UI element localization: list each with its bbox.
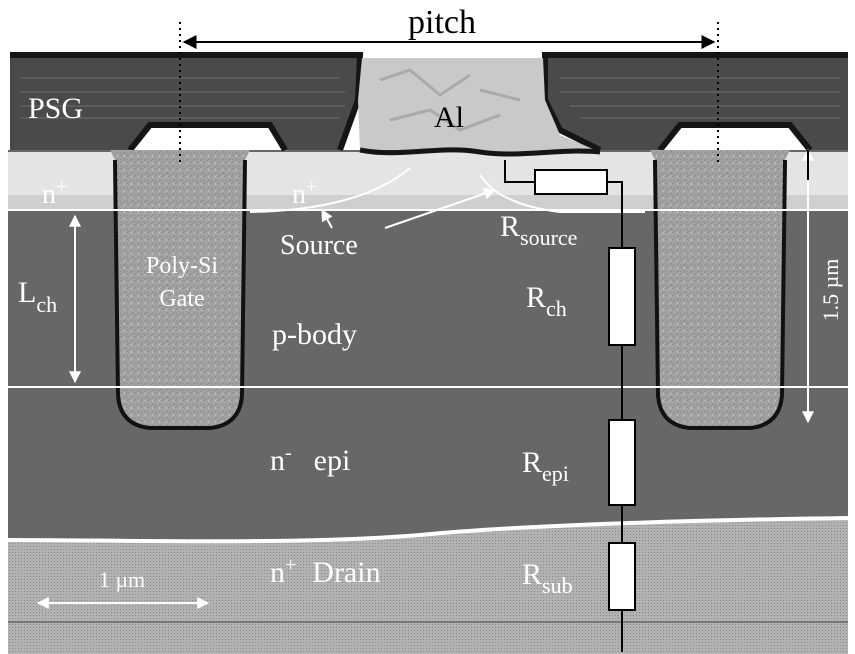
- r-epi-main: R: [522, 446, 542, 479]
- gate-trench-right-outline: [653, 159, 787, 430]
- source-pointer-left: [321, 208, 333, 229]
- horizontal-scale-label: 1 µm: [99, 567, 145, 592]
- n-plus-drain-n: n: [270, 556, 285, 589]
- resistor-epi: [608, 419, 636, 506]
- vertical-scale-label: 1.5 µm: [818, 259, 843, 322]
- l-ch-sub: ch: [36, 292, 57, 317]
- n-plus-center-sup: +: [306, 176, 317, 198]
- n-plus-left-sup: +: [56, 176, 67, 198]
- al-bottom-edge: [359, 147, 601, 157]
- poly-si-line2: Gate: [159, 286, 204, 312]
- psg-label: PSG: [28, 92, 83, 125]
- n-minus-epi-n: n: [270, 444, 285, 477]
- psg-right-lines: [560, 77, 840, 119]
- source-pointer-right: [384, 187, 497, 229]
- r-ch-label: Rch: [526, 281, 567, 321]
- r-ch-main: R: [526, 281, 546, 314]
- al-label: Al: [434, 101, 464, 134]
- l-ch-main: L: [18, 276, 36, 309]
- circuit-wire: [504, 160, 623, 652]
- n-plus-substrate: [8, 518, 848, 654]
- n-plus-drain-sup: +: [285, 554, 296, 576]
- n-plus-drain-word: Drain: [312, 556, 380, 589]
- r-ch-sub: ch: [546, 296, 567, 321]
- n-plus-left-n: n: [42, 179, 56, 210]
- al-contact: [358, 58, 600, 152]
- n-plus-drain-label: n+ Drain: [270, 554, 381, 589]
- gate-trench-left-outline: [113, 159, 247, 430]
- n-plus-left-label: n+: [42, 176, 67, 210]
- r-source-label: Rsource: [500, 210, 577, 250]
- pitch-label: pitch: [408, 4, 476, 41]
- source-label: Source: [280, 230, 358, 261]
- r-sub-main: R: [522, 558, 542, 591]
- psg-right: [545, 55, 848, 150]
- r-epi-sub: epi: [542, 461, 569, 486]
- gate-trench-left: [110, 150, 250, 428]
- source-boundary-curve-right: [479, 174, 645, 213]
- n-minus-epi-word: epi: [314, 444, 351, 477]
- n-minus-epi-sup: -: [285, 442, 292, 464]
- p-body-label: p-body: [272, 318, 357, 351]
- l-ch-label: Lch: [18, 276, 57, 317]
- n-plus-center-n: n: [292, 179, 306, 210]
- psg-left-edge: [10, 52, 364, 152]
- gate-trench-right: [650, 150, 790, 428]
- r-sub-label: Rsub: [522, 558, 573, 598]
- r-source-main: R: [500, 210, 520, 243]
- r-source-sub: source: [520, 225, 577, 250]
- r-sub-sub: sub: [542, 573, 573, 598]
- n-minus-epi-label: n-epi: [270, 442, 350, 477]
- epi-substrate-boundary: [7, 516, 849, 544]
- poly-si-line1: Poly-Si: [146, 253, 218, 279]
- resistor-substrate: [608, 542, 636, 611]
- source-boundary-curve: [249, 167, 411, 213]
- resistor-source: [534, 169, 608, 195]
- al-texture: [379, 68, 521, 132]
- n-plus-center-label: n+: [292, 176, 317, 210]
- resistor-channel: [608, 247, 636, 346]
- r-epi-label: Repi: [522, 446, 569, 486]
